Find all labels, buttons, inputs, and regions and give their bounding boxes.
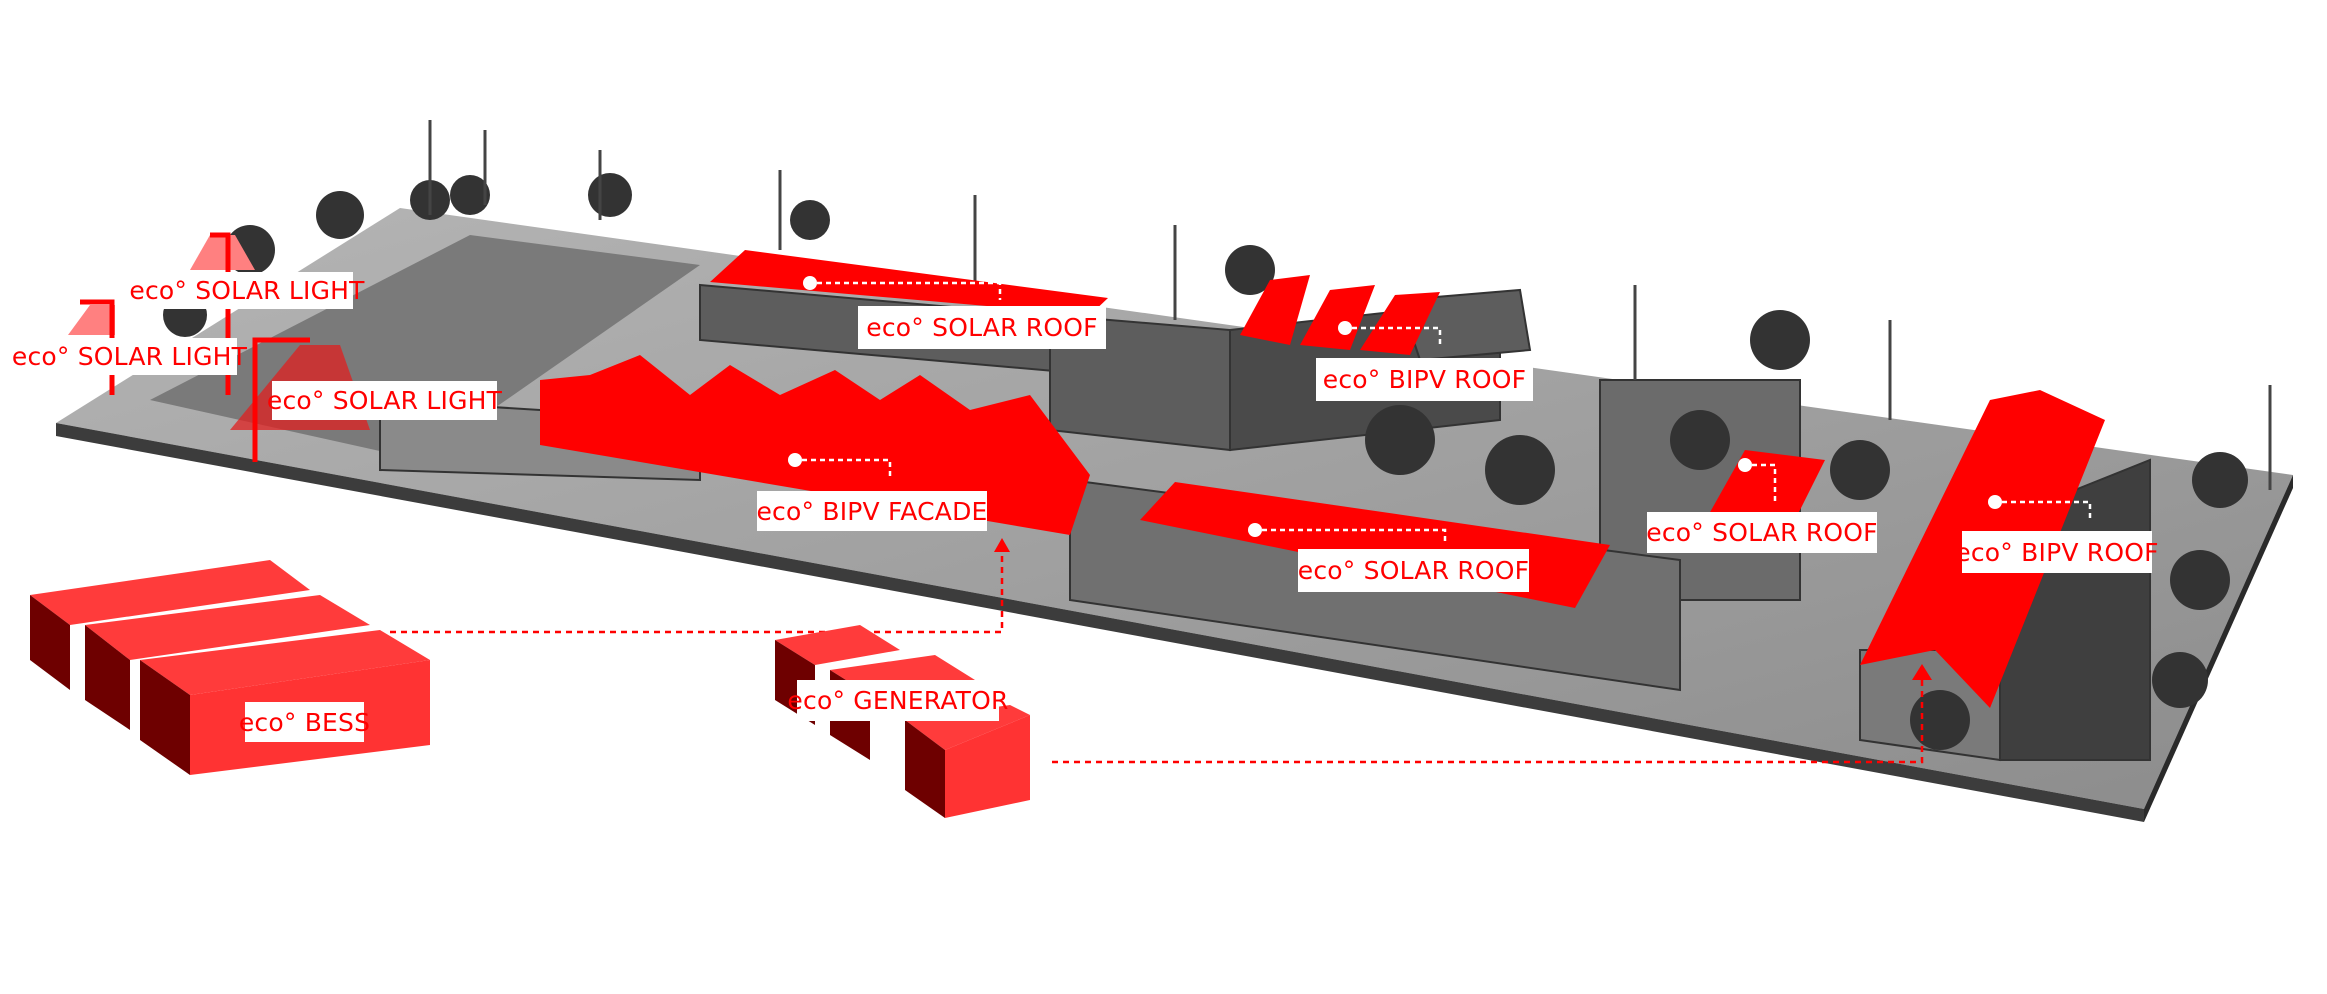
connection-lines [390, 548, 1924, 764]
bipv-roof-arrow-icon [1912, 664, 1932, 680]
label-solar-roof-3: eco° SOLAR ROOF [1646, 512, 1878, 553]
label-solar-light-3: eco° SOLAR LIGHT [267, 381, 502, 420]
platform-edge-right [2144, 475, 2293, 822]
generator-containers [775, 625, 1030, 818]
bipv-facade-shape [540, 355, 1090, 535]
solar-roof-3-shape [1700, 450, 1825, 530]
label-solar-light-1: eco° SOLAR LIGHT [129, 272, 364, 309]
label-solar-roof-2: eco° SOLAR ROOF [1298, 549, 1529, 592]
platform-edge [56, 423, 2144, 822]
bipv-roof-1-shape [1240, 275, 1440, 355]
bess-containers [30, 560, 430, 775]
trees [163, 173, 2248, 750]
label-solar-roof-1: eco° SOLAR ROOF [858, 306, 1106, 349]
label-bipv-roof-2: eco° BIPV ROOF [1955, 531, 2159, 573]
label-generator: eco° GENERATOR [787, 680, 1008, 721]
facade-arrow-icon [994, 538, 1010, 552]
label-solar-light-2: eco° SOLAR LIGHT [12, 338, 247, 375]
street-lights [428, 120, 2272, 490]
label-pointers [788, 276, 2092, 545]
label-bipv-roof-1: eco° BIPV ROOF [1316, 358, 1533, 401]
label-bess: eco° BESS [239, 702, 370, 742]
label-bipv-facade: eco° BIPV FACADE [756, 491, 987, 531]
